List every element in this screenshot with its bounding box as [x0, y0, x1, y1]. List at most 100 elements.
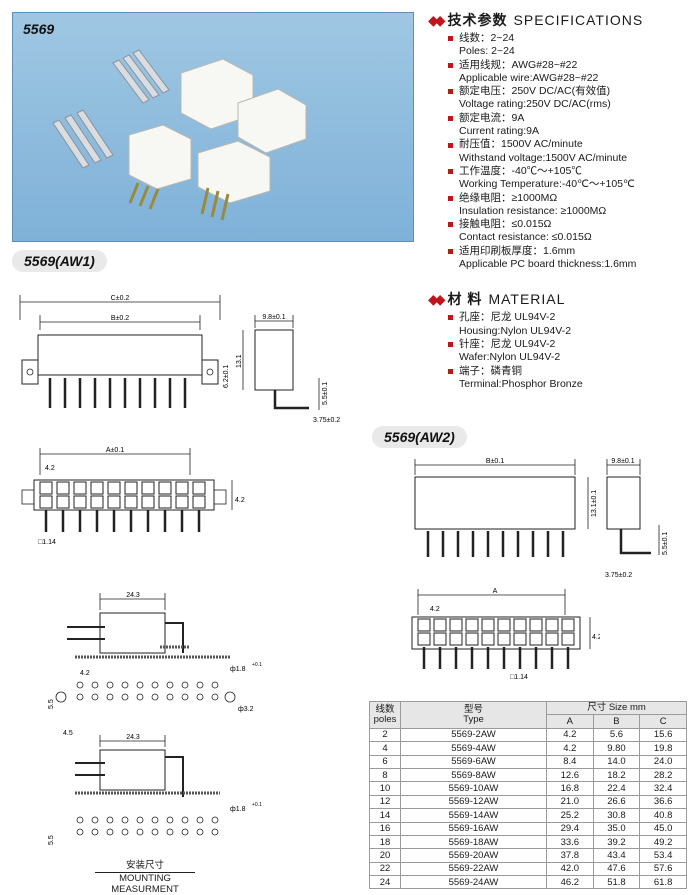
dim-p42-aw2-side: 4.2: [592, 634, 600, 641]
mounting-hole: [91, 693, 99, 701]
mounting-hole: [181, 693, 189, 701]
dim-b-aw2: B±0.1: [486, 458, 504, 465]
mounting-hole: [106, 693, 114, 701]
mounting-hole: [136, 693, 144, 701]
dim-v55-2: 5.5: [48, 835, 55, 845]
dim-hole18-2-tol: +0.1: [252, 802, 262, 808]
pin-cavity: [192, 495, 206, 509]
dim-h131-aw2: 13.1±0.1: [591, 490, 598, 517]
spec-item: 额定电压：250V DC/AC(有效值)Voltage rating:250V …: [428, 85, 696, 112]
dim-hole32: ф3.2: [238, 706, 254, 713]
mounting-hole: [151, 828, 159, 836]
mounting-hole: [121, 828, 129, 836]
aw1-front-drawing: C±0.2 B±0.2 6.2±0.1: [19, 295, 230, 408]
pin-cavity: [124, 495, 138, 509]
dim-p42-aw2: 4.2: [430, 606, 440, 613]
pin-cavity: [141, 495, 155, 509]
pin-cavity: [561, 632, 575, 646]
mounting-hole: [196, 681, 204, 689]
specifications-heading: ◆◆ 技术参数 SPECIFICATIONS: [428, 11, 644, 29]
mounting-hole: [166, 816, 174, 824]
dim-sq114-aw2: □1.14: [510, 674, 528, 681]
mounting-hole: [151, 693, 159, 701]
aw1-side-drawing: 9.8±0.1 13.1 5.5±0.1 3.75±0.2: [236, 314, 340, 424]
mounting-hole: [91, 681, 99, 689]
product-photo: 5569: [12, 12, 414, 242]
pin-cavity: [529, 632, 543, 646]
dim-a-aw2: A: [493, 588, 498, 595]
pin-cavity: [449, 618, 463, 632]
mounting-hole: [166, 828, 174, 836]
col-b-header: B: [592, 714, 641, 729]
mounting-hole: [76, 693, 84, 701]
pin-cavity: [513, 632, 527, 646]
connector-illustration: [52, 49, 307, 221]
bullet-icon: [448, 89, 453, 95]
material-heading: ◆◆ 材 料 MATERIAL: [428, 290, 566, 308]
dim-h62: 6.2±0.1: [223, 365, 230, 388]
dim-v45: 4.5: [63, 730, 73, 737]
dim-l243: 24.3: [126, 592, 140, 599]
pin-cavity: [90, 495, 104, 509]
mounting-hole: [151, 816, 159, 824]
pin-cavity: [417, 632, 431, 646]
dim-sq114: □1.14: [38, 539, 56, 546]
mounting-hole: [196, 816, 204, 824]
peg-hole: [224, 691, 236, 703]
mounting-drawing: 24.3 4.2 ф1.8 +0.1 ф3.2 5.5 4.5 24.3 ф1.…: [48, 592, 262, 845]
col-a-header: A: [546, 714, 594, 729]
mounting-hole: [181, 681, 189, 689]
aw2-front-drawing: B±0.1 13.1±0.1: [414, 458, 598, 557]
mounting-hole: [91, 828, 99, 836]
pin-cavity: [158, 481, 172, 495]
mounting-hole: [76, 681, 84, 689]
aw1-tag: 5569(AW1): [12, 250, 107, 272]
pin-cavity: [56, 481, 70, 495]
bullet-icon: [448, 169, 453, 175]
pin-cavity: [90, 481, 104, 495]
mounting-hole: [136, 681, 144, 689]
pin-cavity: [39, 481, 53, 495]
pin-cavity: [529, 618, 543, 632]
aw1-bottom-drawing: A±0.1 4.2 4.2 □1.14: [21, 447, 245, 546]
aw2-side-drawing: 9.8±0.1 5.5±0.1 3.75±0.2: [605, 458, 669, 579]
pin-cavity: [481, 632, 495, 646]
pin-cavity: [39, 495, 53, 509]
mounting-hole: [211, 816, 219, 824]
mounting-hole: [151, 681, 159, 689]
dim-a: A±0.1: [106, 447, 124, 454]
pin-cavity: [561, 618, 575, 632]
mounting-hole: [76, 816, 84, 824]
mounting-hole: [196, 693, 204, 701]
peg-hole: [55, 691, 67, 703]
dim-l243-2: 24.3: [126, 734, 140, 741]
pin-cavity: [56, 495, 70, 509]
chevron-marker-icon: ◆◆: [428, 290, 445, 307]
pin-cavity: [192, 481, 206, 495]
mounting-hole: [76, 828, 84, 836]
dim-h55-aw2: 5.5±0.1: [662, 532, 669, 555]
dim-hole18: ф1.8: [230, 666, 246, 673]
pin-cavity: [465, 618, 479, 632]
dim-w98: 9.8±0.1: [262, 314, 285, 321]
bullet-icon: [448, 195, 453, 201]
dim-p42: 4.2: [45, 465, 55, 472]
aw2-tag: 5569(AW2): [372, 426, 467, 448]
pin-cavity: [449, 632, 463, 646]
